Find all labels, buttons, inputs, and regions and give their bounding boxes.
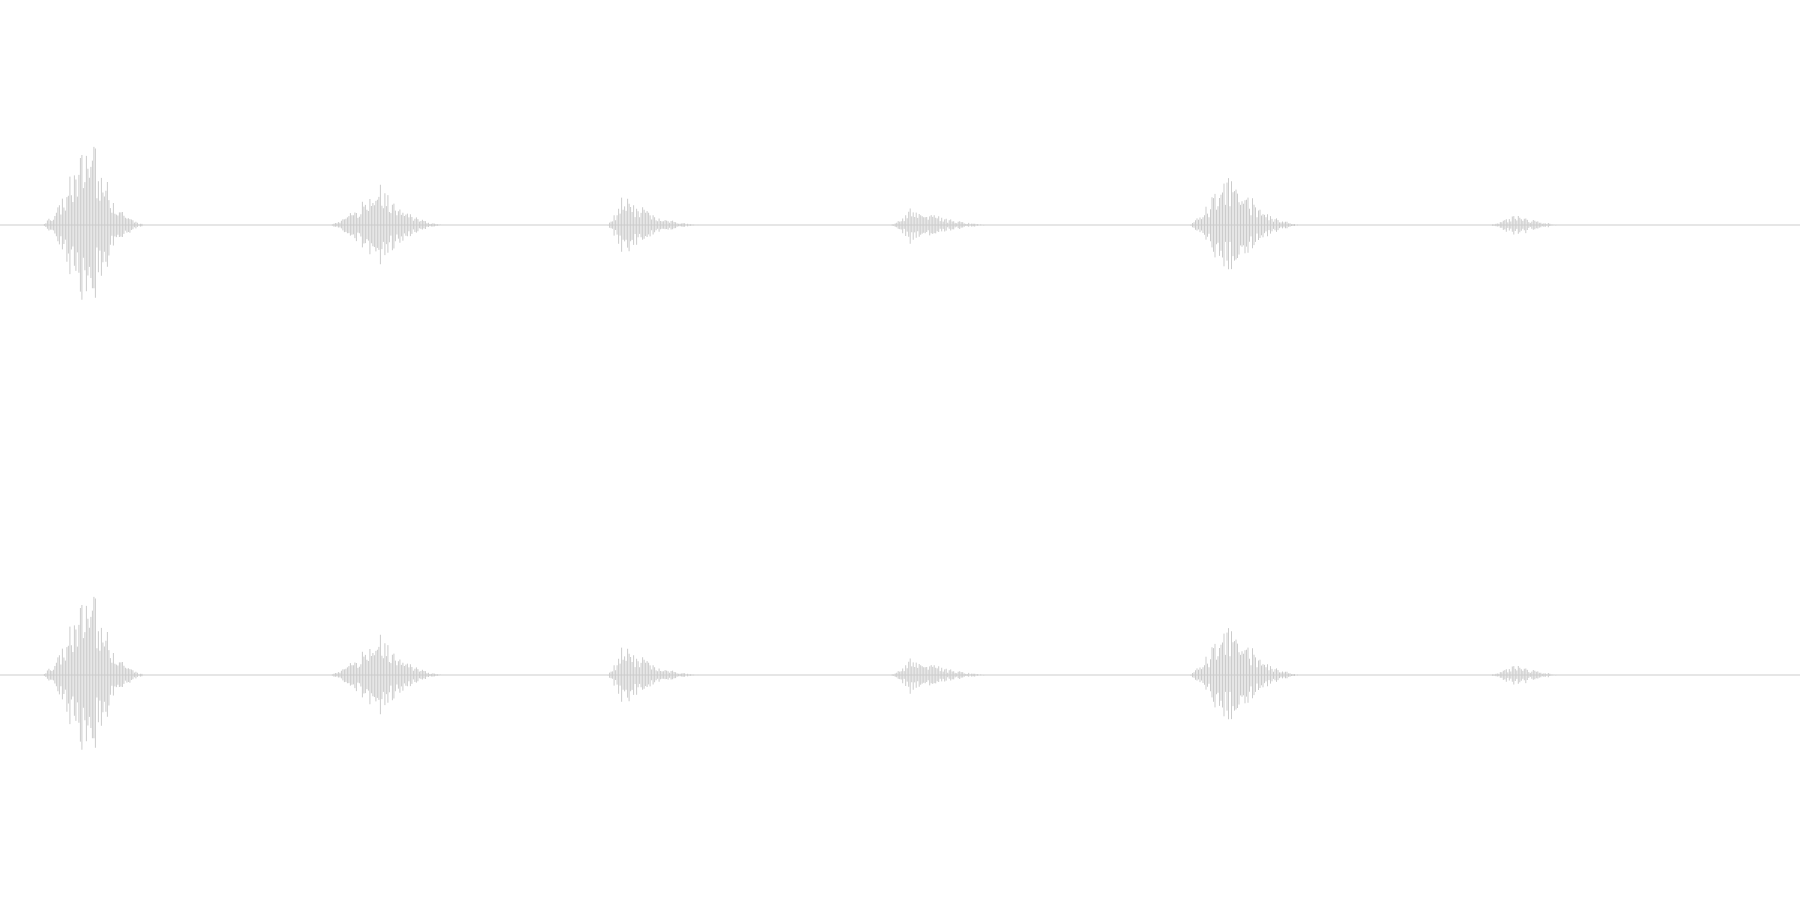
waveform-burst — [1189, 178, 1307, 270]
waveform-burst — [42, 596, 149, 750]
waveform-burst — [607, 647, 704, 702]
waveform-burst — [1487, 216, 1570, 235]
waveform-burst — [330, 634, 447, 715]
waveform-burst — [330, 184, 447, 265]
waveform-burst — [890, 658, 998, 694]
channel-left — [0, 146, 1800, 300]
waveform-burst — [1189, 628, 1307, 720]
waveform-burst — [42, 146, 149, 300]
channel-right — [0, 596, 1800, 750]
waveform-burst — [607, 197, 704, 252]
waveform-burst — [890, 208, 998, 244]
waveform-burst — [1487, 666, 1570, 685]
